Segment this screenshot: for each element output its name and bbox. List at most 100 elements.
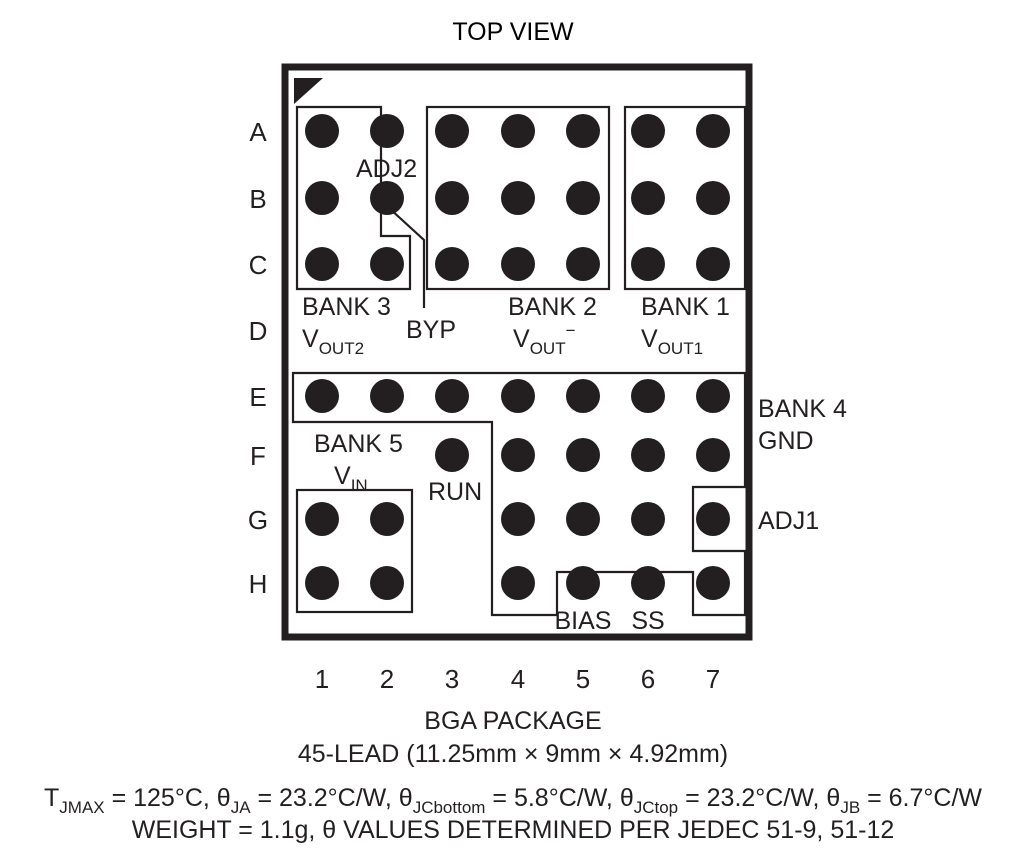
- ball-A7[interactable]: [696, 114, 730, 148]
- ball-F4[interactable]: [501, 438, 535, 472]
- row-label-e: E: [249, 382, 266, 412]
- bank-signal-bank1: VOUT1: [641, 325, 703, 358]
- ball-G2[interactable]: [370, 502, 404, 536]
- column-label-4: 4: [511, 664, 525, 694]
- theta-ja-value: = 23.2°C/W,: [251, 784, 399, 812]
- ball-E3[interactable]: [435, 379, 469, 413]
- ball-C2[interactable]: [370, 247, 404, 281]
- bank-outline-bank5: [295, 488, 414, 614]
- ball-B3[interactable]: [435, 181, 469, 215]
- ball-G5[interactable]: [566, 502, 600, 536]
- ball-E6[interactable]: [631, 379, 665, 413]
- pin-label-byp: BYP: [406, 316, 456, 344]
- ball-H1[interactable]: [305, 566, 339, 600]
- ball-G1[interactable]: [305, 502, 339, 536]
- theta-jcbottom-subscript: JCbottom: [413, 798, 486, 817]
- package-outline: [281, 63, 753, 641]
- ball-F6[interactable]: [631, 438, 665, 472]
- column-axis-labels: 1 2 3 4 5 6 7: [315, 664, 720, 694]
- ball-C1[interactable]: [305, 247, 339, 281]
- bank-outline-bank2: [425, 105, 611, 291]
- theta-jb-value: = 6.7°C/W: [860, 784, 982, 812]
- ball-E1[interactable]: [305, 379, 339, 413]
- pin-label-run: RUN: [428, 478, 482, 506]
- row-label-b: B: [249, 184, 266, 214]
- ball-H2[interactable]: [370, 566, 404, 600]
- ball-grid: [305, 114, 730, 600]
- thermal-line-1: TJMAX = 125°C, θJA = 23.2°C/W, θJCbottom…: [44, 784, 982, 817]
- theta-ja-symbol: θ: [217, 784, 231, 812]
- bank-signal-bank2-sub: OUT: [530, 339, 566, 358]
- ball-C7[interactable]: [696, 247, 730, 281]
- pin-label-adj1: ADJ1: [758, 507, 819, 535]
- theta-jb-subscript: JB: [840, 798, 860, 817]
- row-label-a: A: [249, 117, 267, 147]
- pin-label-ss: SS: [631, 607, 664, 635]
- bank-signal-bank1-base: V: [641, 325, 658, 353]
- ball-B5[interactable]: [566, 181, 600, 215]
- bank-label-bank1: BANK 1: [641, 293, 730, 321]
- ball-A5[interactable]: [566, 114, 600, 148]
- ball-H7[interactable]: [696, 566, 730, 600]
- bank-label-bank3: BANK 3: [302, 293, 391, 321]
- ball-E5[interactable]: [566, 379, 600, 413]
- row-label-c: C: [249, 250, 268, 280]
- column-label-5: 5: [576, 664, 590, 694]
- ball-C5[interactable]: [566, 247, 600, 281]
- ball-A6[interactable]: [631, 114, 665, 148]
- bank-signal-bank2-base: V: [513, 325, 530, 353]
- ball-E4[interactable]: [501, 379, 535, 413]
- ball-B4[interactable]: [501, 181, 535, 215]
- bank-signal-bank1-sub: OUT1: [658, 339, 703, 358]
- pin-one-corner-marker: [294, 78, 323, 104]
- bank-signal-bank5: VIN: [334, 462, 368, 495]
- ball-H5[interactable]: [566, 566, 600, 600]
- pin-label-adj2: ADJ2: [356, 155, 417, 183]
- ball-H6[interactable]: [631, 566, 665, 600]
- ball-B1[interactable]: [305, 181, 339, 215]
- ball-B6[interactable]: [631, 181, 665, 215]
- bank-signal-bank3-sub: OUT2: [319, 339, 364, 358]
- column-label-3: 3: [445, 664, 459, 694]
- ball-B2[interactable]: [370, 181, 404, 215]
- tjmax-symbol: T: [44, 784, 59, 812]
- bank-signal-bank3: VOUT2: [302, 325, 364, 358]
- tjmax-value: = 125°C,: [105, 784, 217, 812]
- ball-F5[interactable]: [566, 438, 600, 472]
- ball-A2[interactable]: [370, 114, 404, 148]
- ball-G6[interactable]: [631, 502, 665, 536]
- ball-B7[interactable]: [696, 181, 730, 215]
- ball-F3[interactable]: [435, 438, 469, 472]
- ball-C6[interactable]: [631, 247, 665, 281]
- ball-F7[interactable]: [696, 438, 730, 472]
- row-label-f: F: [250, 441, 266, 471]
- bank-outline-bank1: [623, 105, 747, 291]
- theta-ja-subscript: JA: [231, 798, 252, 817]
- pin-label-bias: BIAS: [555, 607, 612, 635]
- ball-E7[interactable]: [696, 379, 730, 413]
- ball-C4[interactable]: [501, 247, 535, 281]
- ball-C3[interactable]: [435, 247, 469, 281]
- bank-label-bank2: BANK 2: [508, 293, 597, 321]
- page-title: TOP VIEW: [452, 18, 574, 46]
- bank-outline-bank3: [295, 105, 412, 291]
- bank-label-bank4: BANK 4: [758, 395, 847, 423]
- tjmax-subscript: JMAX: [59, 798, 104, 817]
- row-axis-labels: A B C D E F G H: [248, 117, 268, 599]
- bank-signal-bank5-base: V: [334, 462, 351, 490]
- thermal-line-2: WEIGHT = 1.1g, θ VALUES DETERMINED PER J…: [132, 816, 895, 844]
- ball-E2[interactable]: [370, 379, 404, 413]
- theta-jcbottom-symbol: θ: [399, 784, 413, 812]
- theta-jcbottom-value: = 5.8°C/W,: [485, 784, 619, 812]
- ball-H4[interactable]: [501, 566, 535, 600]
- ball-A4[interactable]: [501, 114, 535, 148]
- row-label-h: H: [249, 569, 268, 599]
- row-label-g: G: [248, 505, 268, 535]
- bank-outline-bank4: [291, 371, 747, 617]
- ball-A3[interactable]: [435, 114, 469, 148]
- ball-A1[interactable]: [305, 114, 339, 148]
- ball-G7[interactable]: [696, 502, 730, 536]
- ball-G4[interactable]: [501, 502, 535, 536]
- column-label-7: 7: [706, 664, 720, 694]
- bank-signal-bank4: GND: [758, 427, 814, 455]
